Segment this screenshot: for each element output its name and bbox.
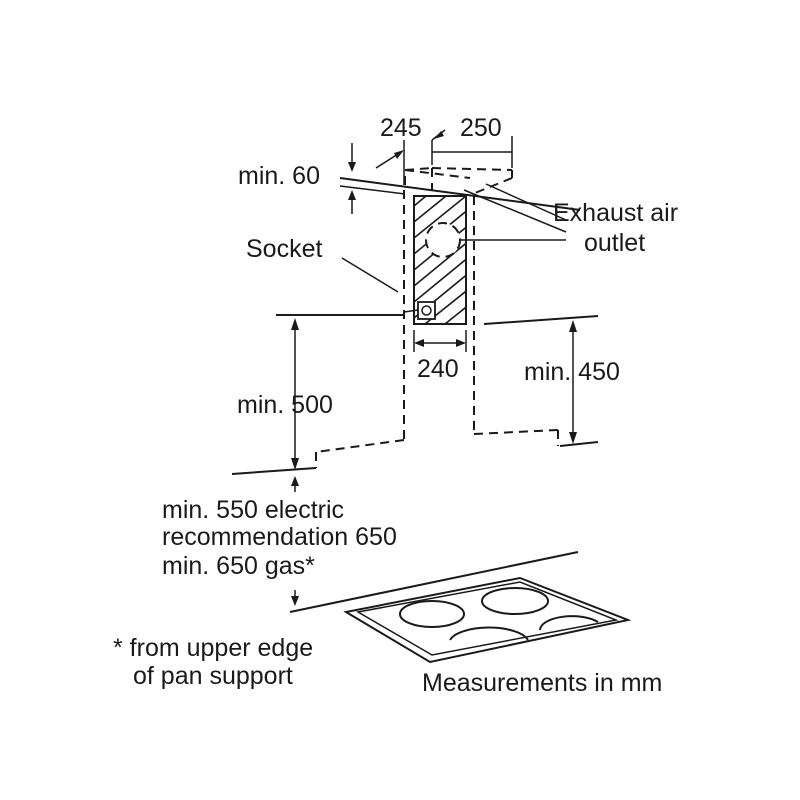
burner-icon [539, 615, 599, 631]
lower-edge-right [559, 441, 599, 447]
burner-icon [481, 587, 549, 615]
clearance-line-1: min. 550 electric [162, 496, 344, 524]
exhaust-callout: Exhaust air outlet [460, 183, 678, 257]
units-note: Measurements in mm [422, 669, 662, 697]
ceiling-lower-line [339, 185, 406, 195]
dim-clearance [291, 476, 299, 606]
dim-min-500: min. 500 [237, 318, 333, 470]
hatched-zone [413, 195, 467, 325]
hood-lower-edge-right [483, 315, 599, 325]
label-250: 250 [460, 114, 502, 142]
lower-edge-left [231, 467, 317, 475]
dim-245: 245 [375, 114, 446, 185]
label-exhaust-1: Exhaust air [553, 199, 678, 227]
footnote-line-1: * from upper edge [113, 634, 313, 662]
label-min-500: min. 500 [237, 391, 333, 419]
cooktop [343, 576, 632, 664]
burner-icon [399, 600, 465, 628]
clearance-line-3: min. 650 gas* [162, 552, 315, 580]
label-245: 245 [380, 114, 422, 142]
burner-icon [449, 626, 529, 641]
label-min-60: min. 60 [238, 162, 320, 190]
worktop-line [289, 551, 579, 613]
label-min-450: min. 450 [524, 358, 620, 386]
label-socket: Socket [246, 235, 322, 263]
dim-250: 250 [432, 114, 513, 168]
clearance-line-2: recommendation 650 [162, 523, 397, 551]
footnote-line-2: of pan support [133, 662, 293, 690]
dim-min-60: min. 60 [238, 143, 356, 214]
label-240: 240 [417, 355, 459, 383]
dim-240: 240 [413, 330, 467, 383]
dim-min-450: min. 450 [524, 320, 620, 444]
socket-callout: Socket [246, 235, 419, 313]
label-exhaust-2: outlet [584, 229, 645, 257]
duct-box [404, 167, 513, 196]
ceiling-line [339, 177, 581, 211]
